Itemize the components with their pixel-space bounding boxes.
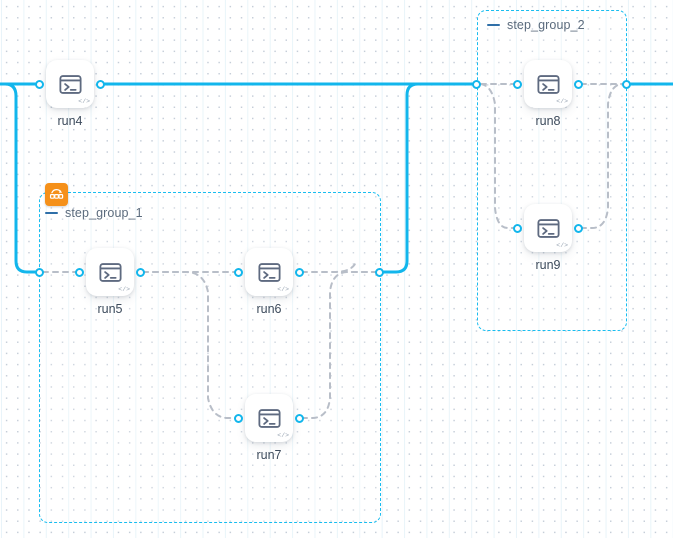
code-badge-icon: </> bbox=[118, 285, 130, 293]
node-label: run9 bbox=[535, 258, 561, 272]
node-label: run7 bbox=[256, 448, 282, 462]
collapse-dash-icon[interactable] bbox=[487, 23, 500, 27]
port-in[interactable] bbox=[513, 223, 522, 233]
group-label-step_group_2: step_group_2 bbox=[487, 18, 585, 32]
group-title: step_group_2 bbox=[507, 18, 585, 32]
node-run4[interactable]: </> run4 bbox=[35, 60, 105, 128]
port-in[interactable] bbox=[234, 267, 243, 277]
terminal-icon bbox=[257, 262, 281, 282]
node-label: run4 bbox=[57, 114, 83, 128]
group-step_group_1[interactable] bbox=[39, 192, 381, 523]
port-in[interactable] bbox=[75, 267, 84, 277]
terminal-icon bbox=[257, 408, 281, 428]
port-out[interactable] bbox=[96, 79, 105, 89]
node-card[interactable]: </> bbox=[75, 248, 145, 296]
collapse-dash-icon[interactable] bbox=[45, 211, 58, 215]
node-label: run5 bbox=[97, 302, 123, 316]
port-out[interactable] bbox=[295, 267, 304, 277]
port-out[interactable] bbox=[574, 79, 583, 89]
port-out[interactable] bbox=[574, 223, 583, 233]
terminal-icon bbox=[536, 74, 560, 94]
terminal-icon bbox=[536, 218, 560, 238]
group-title: step_group_1 bbox=[65, 206, 143, 220]
port-in[interactable] bbox=[513, 79, 522, 89]
code-badge-icon: </> bbox=[556, 241, 568, 249]
node-run6[interactable]: </> run6 bbox=[234, 248, 304, 316]
node-run7[interactable]: </> run7 bbox=[234, 394, 304, 462]
node-card[interactable]: </> bbox=[513, 204, 583, 252]
node-card[interactable]: </> bbox=[234, 394, 304, 442]
node-run8[interactable]: </> run8 bbox=[513, 60, 583, 128]
code-badge-icon: </> bbox=[556, 97, 568, 105]
node-card[interactable]: </> bbox=[513, 60, 583, 108]
port-group2-out[interactable] bbox=[622, 80, 631, 89]
edge-group1-to-main bbox=[381, 82, 478, 274]
port-out[interactable] bbox=[295, 413, 304, 423]
node-run5[interactable]: </> run5 bbox=[75, 248, 145, 316]
group-step_group_2[interactable] bbox=[477, 10, 627, 331]
node-label: run8 bbox=[535, 114, 561, 128]
node-card[interactable]: </> bbox=[234, 248, 304, 296]
step-functions-icon bbox=[45, 183, 68, 206]
port-group1-out[interactable] bbox=[375, 268, 384, 277]
terminal-icon bbox=[98, 262, 122, 282]
port-in[interactable] bbox=[35, 79, 44, 89]
group-label-step_group_1: step_group_1 bbox=[45, 206, 143, 220]
node-card[interactable]: </> bbox=[35, 60, 105, 108]
node-label: run6 bbox=[256, 302, 282, 316]
edge-canvas-left-to-group1 bbox=[0, 82, 37, 274]
code-badge-icon: </> bbox=[277, 285, 289, 293]
code-badge-icon: </> bbox=[78, 97, 90, 105]
node-run9[interactable]: </> run9 bbox=[513, 204, 583, 272]
port-group2-in[interactable] bbox=[472, 80, 481, 89]
terminal-icon bbox=[58, 74, 82, 94]
code-badge-icon: </> bbox=[277, 431, 289, 439]
port-group1-in[interactable] bbox=[35, 268, 44, 277]
port-in[interactable] bbox=[234, 413, 243, 423]
port-out[interactable] bbox=[136, 267, 145, 277]
